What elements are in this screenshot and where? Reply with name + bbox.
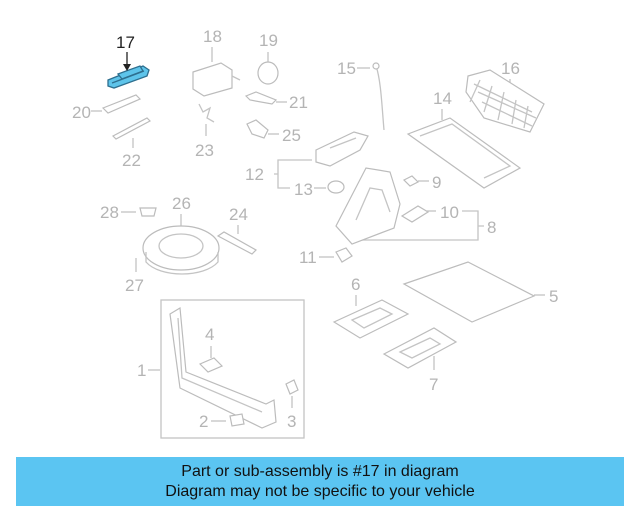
- part-side-trim: [335, 167, 401, 245]
- label-18: 18: [203, 27, 222, 46]
- label-5: 5: [549, 287, 558, 306]
- caption-line-1: Part or sub-assembly is #17 in diagram: [181, 462, 459, 480]
- label-17: 17: [116, 33, 135, 52]
- label-21: 21: [289, 93, 308, 112]
- label-19: 19: [259, 31, 278, 50]
- label-9: 9: [432, 173, 441, 192]
- part-21: [244, 91, 278, 105]
- label-10: 10: [440, 203, 459, 222]
- part-1: [169, 306, 277, 429]
- part-26: [142, 225, 220, 275]
- arrow-17: [123, 64, 131, 71]
- part-24: [216, 231, 257, 255]
- label-4: 4: [205, 325, 214, 344]
- part-16: [465, 69, 545, 133]
- part-25: [246, 119, 269, 139]
- label-7: 7: [429, 375, 438, 394]
- label-1: 1: [137, 361, 146, 380]
- label-20: 20: [72, 103, 91, 122]
- part-15: [375, 65, 385, 131]
- label-2: 2: [199, 412, 208, 431]
- parts-diagram: 17 20 22 18 19 21 23 25 15 12 13 14 16: [72, 27, 558, 439]
- part-10: [400, 205, 430, 223]
- label-13: 13: [294, 180, 313, 199]
- part-17-highlighted[interactable]: [107, 65, 150, 89]
- label-14: 14: [433, 89, 452, 108]
- part-9: [402, 175, 420, 187]
- label-25: 25: [282, 126, 301, 145]
- part-6: [332, 299, 410, 339]
- part-11: [335, 247, 353, 263]
- part-19: [257, 61, 279, 85]
- label-3: 3: [287, 412, 296, 431]
- label-12: 12: [245, 165, 264, 184]
- part-22: [112, 117, 151, 140]
- label-24: 24: [229, 205, 248, 224]
- label-8: 8: [487, 218, 496, 237]
- part-5: [402, 261, 536, 323]
- part-28: [139, 207, 157, 217]
- label-16: 16: [501, 59, 520, 78]
- label-26: 26: [172, 194, 191, 213]
- detail-box: [160, 299, 305, 439]
- part-4: [198, 357, 224, 373]
- caption-line-2: Diagram may not be specific to your vehi…: [165, 482, 475, 500]
- part-3: [285, 379, 299, 395]
- part-14: [406, 117, 522, 189]
- part-7: [382, 327, 458, 369]
- caption-banner: Part or sub-assembly is #17 in diagram D…: [16, 457, 624, 506]
- label-15: 15: [337, 59, 356, 78]
- label-22: 22: [122, 151, 141, 170]
- part-13: [327, 180, 345, 194]
- label-6: 6: [351, 275, 360, 294]
- part-18: [192, 62, 233, 97]
- label-23: 23: [195, 141, 214, 160]
- label-28: 28: [100, 203, 119, 222]
- label-27: 27: [125, 276, 144, 295]
- part-20: [101, 94, 142, 114]
- part-23: [198, 103, 215, 123]
- part-12: [315, 131, 369, 167]
- label-11: 11: [299, 248, 317, 267]
- part-2: [229, 413, 245, 427]
